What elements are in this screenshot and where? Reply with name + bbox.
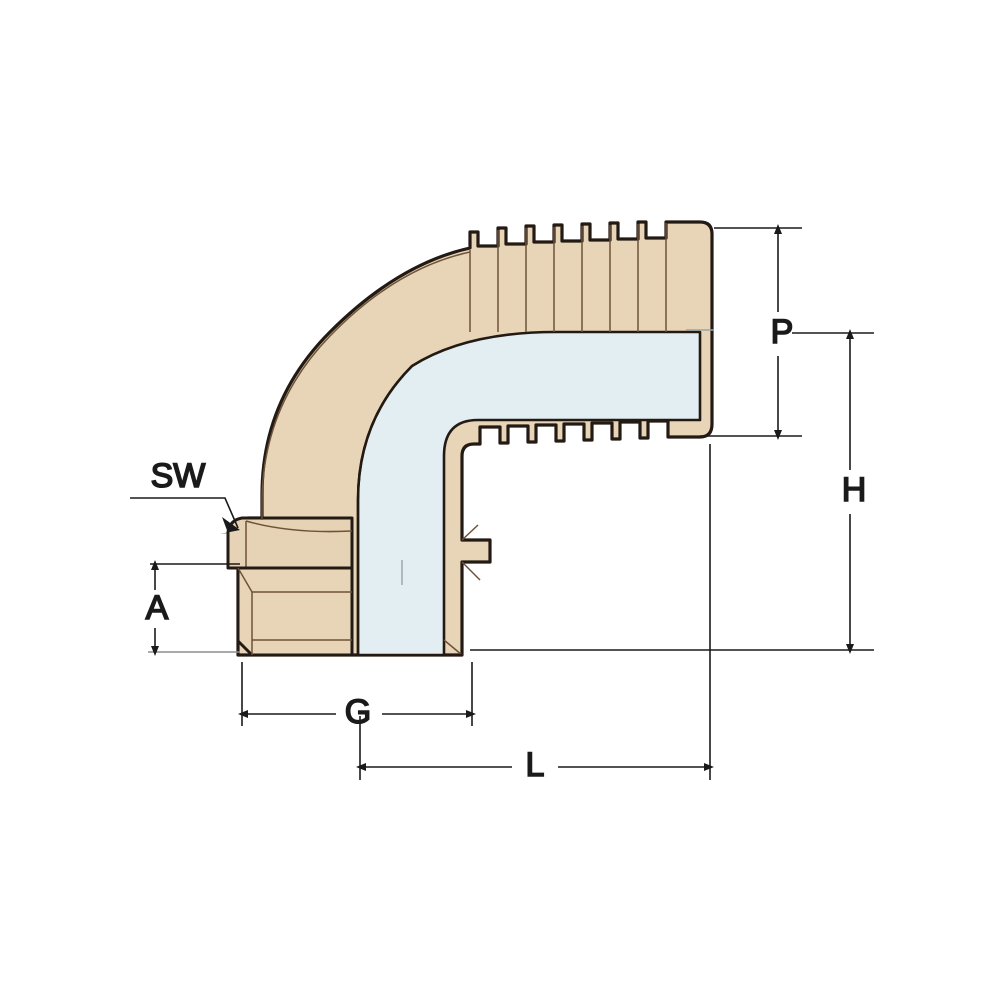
dimension-p bbox=[700, 224, 802, 440]
elbow-outer-seam bbox=[261, 251, 471, 520]
dimension-label-a: A bbox=[146, 589, 169, 627]
dimension-g bbox=[238, 662, 476, 726]
spigot-bottom-chamfer bbox=[443, 639, 463, 656]
dimension-h bbox=[470, 329, 874, 654]
brass-body-outline bbox=[236, 220, 714, 657]
threaded-section-group bbox=[236, 566, 354, 657]
sw-leader-line bbox=[130, 497, 239, 529]
dimension-label-sw: SW bbox=[151, 457, 206, 495]
fitting-body-group bbox=[226, 220, 714, 657]
hex-nut-group bbox=[226, 516, 354, 570]
dimension-label-h: H bbox=[842, 471, 867, 509]
dimension-sw bbox=[130, 497, 240, 534]
dimension-label-p: P bbox=[771, 313, 794, 351]
spigot-shoulder-group bbox=[443, 524, 481, 656]
dimension-a bbox=[148, 560, 240, 656]
dimension-layer: SW A G L bbox=[130, 224, 874, 785]
barb-seam-lines bbox=[469, 223, 667, 332]
inner-bore-void bbox=[356, 330, 702, 657]
thread-chamfer-left bbox=[237, 567, 253, 593]
spigot-chamfer-lower bbox=[461, 561, 481, 581]
dimension-label-g: G bbox=[345, 693, 371, 731]
axis-centerlines bbox=[401, 329, 714, 585]
dimension-label-l: L bbox=[526, 746, 545, 784]
thread-body bbox=[236, 566, 354, 657]
bore-left-edge bbox=[356, 365, 413, 655]
sw-leader-arrowhead bbox=[220, 517, 240, 534]
dimension-l bbox=[356, 444, 714, 780]
hex-chamfer-arc-left bbox=[245, 520, 353, 533]
spigot-chamfer-upper bbox=[461, 524, 479, 541]
